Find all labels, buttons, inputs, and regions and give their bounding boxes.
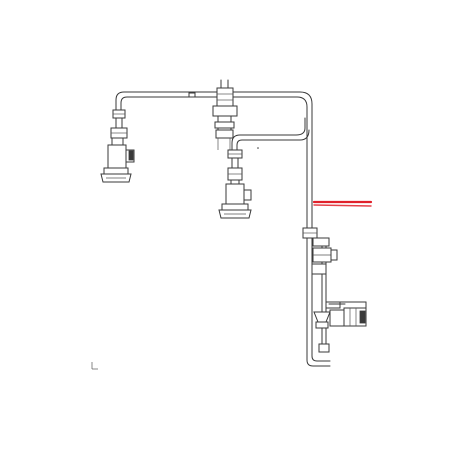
right-vertical-tube — [306, 199, 331, 367]
dot-mark — [257, 147, 259, 149]
corner-tick — [91, 362, 98, 370]
lower-vertical-link — [318, 327, 330, 353]
highlighted-tube — [312, 200, 373, 207]
upper-tube-marker — [188, 92, 196, 98]
solenoid-valve — [329, 301, 367, 327]
middle-group-head — [218, 149, 252, 219]
left-group-head — [100, 109, 135, 183]
upper-tube — [115, 91, 313, 201]
second-tube — [231, 117, 310, 151]
top-inlet-fitting — [212, 79, 238, 150]
right-valve-fitting — [302, 227, 338, 275]
lower-t-fitting — [313, 301, 346, 329]
